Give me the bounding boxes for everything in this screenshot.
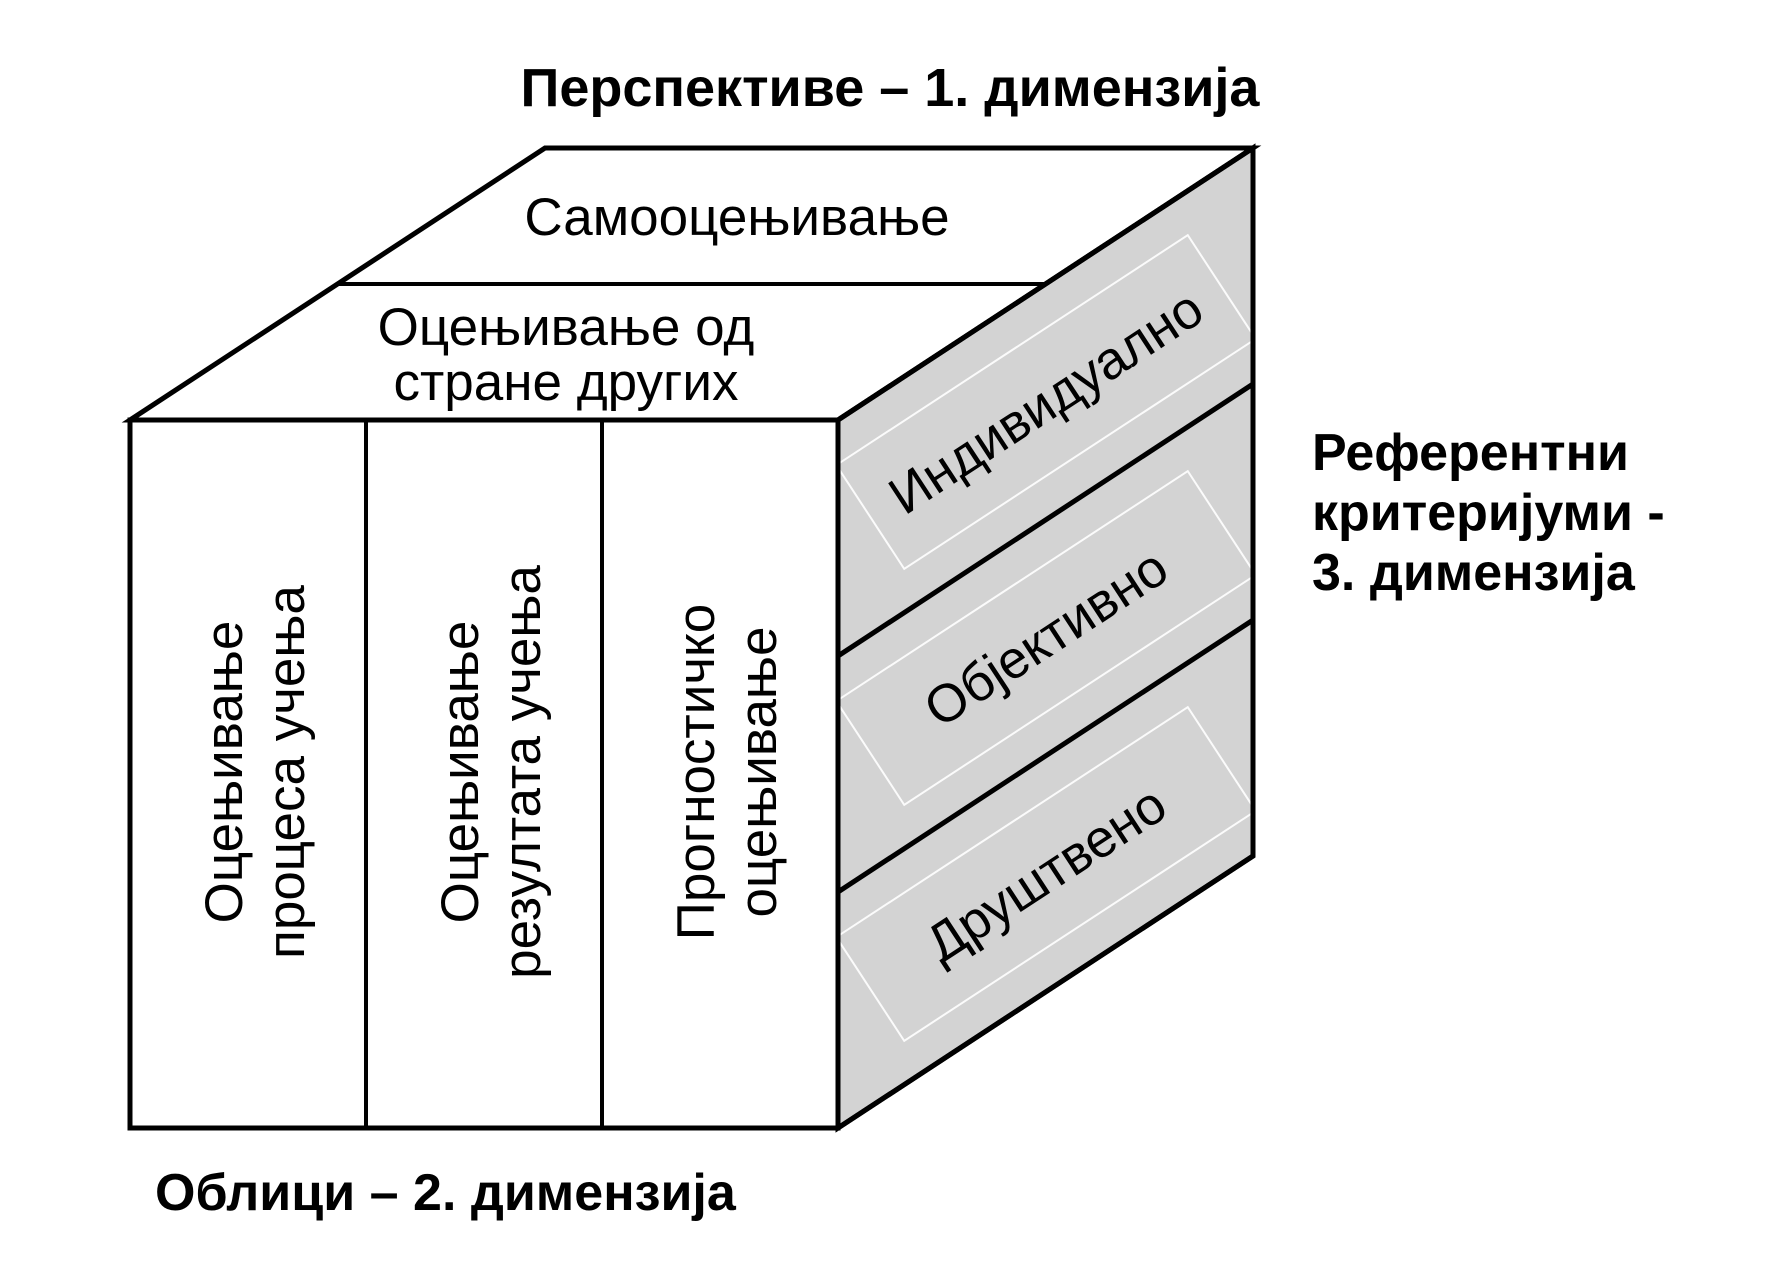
front-column-1-line2: процеса учења — [257, 585, 316, 959]
assessment-by-others-label: Оцењивање од стране других — [378, 298, 755, 412]
right-face-band-divider-1 — [836, 381, 1255, 659]
front-column-1-label: Оцењивање процеса учења — [195, 585, 316, 959]
front-column-2-line1: Оцењивање — [431, 621, 490, 924]
band-outline-box-objective — [834, 469, 1258, 807]
cube-faces — [121, 143, 1262, 1133]
band-outline-box-individual — [834, 233, 1258, 571]
front-column-2-label: Оцењивање резултата учења — [431, 565, 552, 979]
assessment-by-others-line1: Оцењивање од — [378, 298, 755, 357]
side-label-line2: критеријуми - — [1312, 484, 1665, 542]
front-column-3-line2: оцењивање — [729, 627, 788, 918]
front-column-2-line2: резултата учења — [493, 565, 552, 979]
title-dimension-3: Референтни критеријуми - 3. димензија — [1312, 424, 1665, 602]
front-column-3-line1: Прогностичко — [667, 604, 726, 940]
band-outline-box-social — [834, 705, 1258, 1043]
right-face-band-divider-2 — [836, 617, 1255, 895]
title-dimension-1: Перспективе – 1. димензија — [521, 58, 1261, 118]
title-dimension-2: Облици – 2. димензија — [155, 1164, 737, 1222]
self-assessment-label: Самооцењивање — [524, 188, 949, 247]
front-column-3-label: Прогностичко оцењивање — [667, 604, 788, 940]
front-column-1-line1: Оцењивање — [195, 621, 254, 924]
assessment-by-others-line2: стране других — [394, 353, 739, 412]
side-label-line1: Референтни — [1312, 424, 1629, 482]
side-label-line3: 3. димензија — [1312, 544, 1636, 602]
